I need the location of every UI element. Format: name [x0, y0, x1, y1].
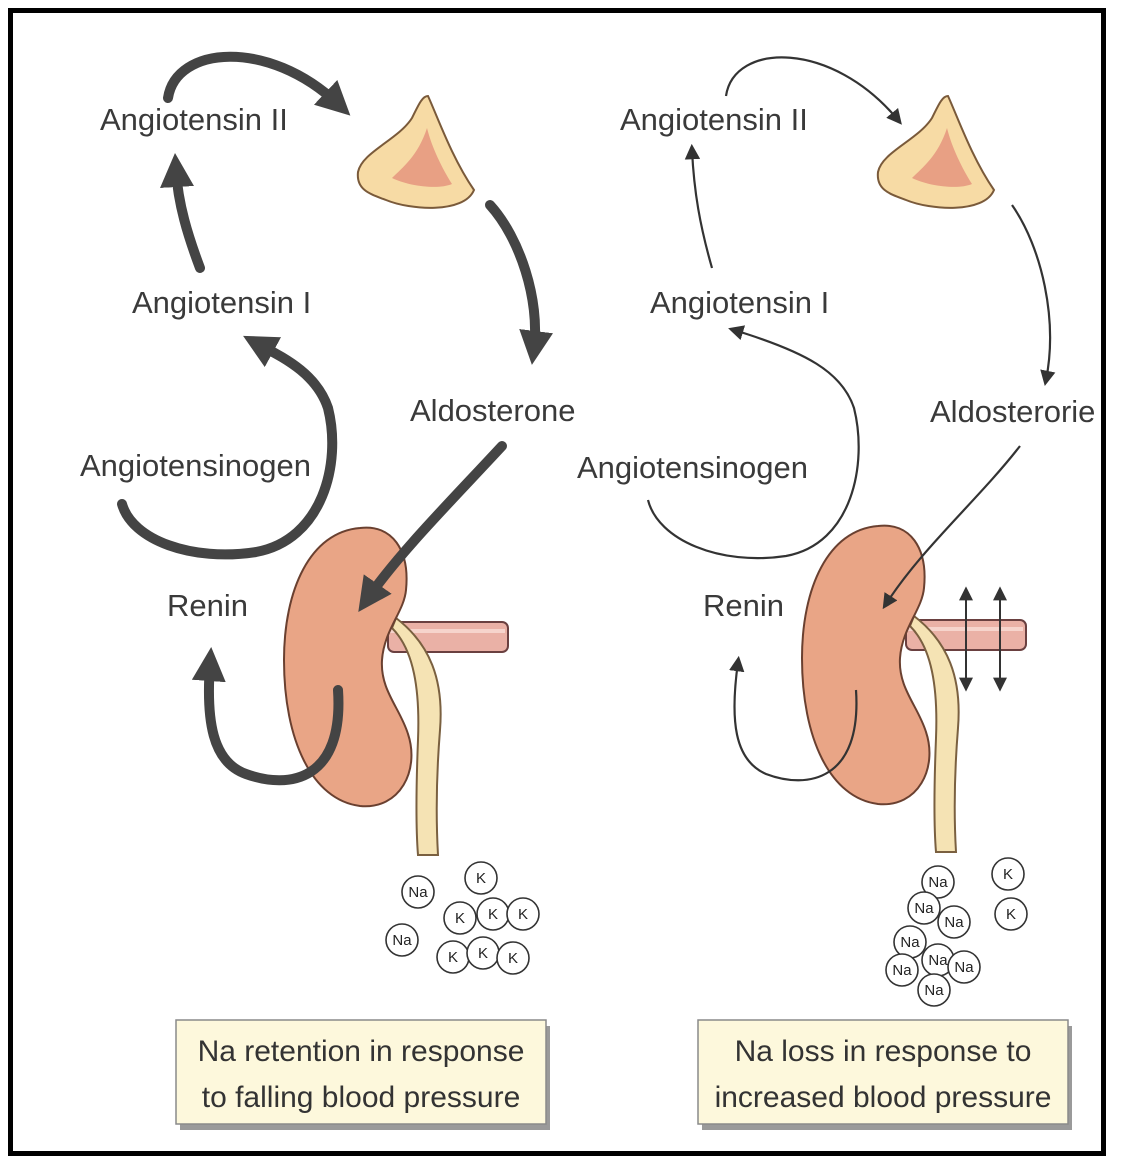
ion-na: Na	[894, 926, 926, 958]
svg-text:K: K	[448, 949, 458, 966]
left-caption-line1: Na retention in response	[198, 1035, 525, 1068]
svg-text:Na: Na	[408, 884, 428, 901]
svg-text:Na: Na	[900, 934, 920, 951]
ion-na: Na	[402, 876, 434, 908]
svg-text:Na: Na	[914, 900, 934, 917]
ion-k: K	[992, 858, 1024, 890]
left-label-angiotensinogen: Angiotensinogen	[80, 448, 311, 483]
right-label-renin: Renin	[703, 588, 784, 623]
svg-text:Na: Na	[954, 959, 974, 976]
left-adrenal-gland	[358, 96, 474, 208]
left-caption-line2: to falling blood pressure	[202, 1081, 521, 1114]
ion-k: K	[465, 862, 497, 894]
right-caption-line1: Na loss in response to	[735, 1035, 1032, 1068]
ion-k: K	[507, 898, 539, 930]
svg-text:K: K	[1003, 866, 1013, 883]
svg-text:K: K	[518, 906, 528, 923]
ion-na: Na	[918, 974, 950, 1006]
ion-na: Na	[938, 906, 970, 938]
right-arrow-angI-to-angII	[692, 150, 712, 268]
left-caption: Na retention in response to falling bloo…	[176, 1020, 550, 1130]
svg-text:Na: Na	[928, 952, 948, 969]
ion-na: Na	[908, 892, 940, 924]
ion-na: Na	[948, 951, 980, 983]
svg-text:Na: Na	[892, 962, 912, 979]
ion-k: K	[995, 898, 1027, 930]
ion-k: K	[477, 898, 509, 930]
ion-na: Na	[886, 954, 918, 986]
left-arrow-aldosterone-to-kidney	[368, 446, 502, 598]
left-label-aldosterone: Aldosterone	[410, 393, 575, 428]
right-kidney	[802, 526, 929, 805]
svg-text:K: K	[478, 945, 488, 962]
right-caption-line2: increased blood pressure	[715, 1081, 1052, 1114]
right-arrow-angiotensinogen-to-angI	[648, 330, 859, 558]
right-label-angiotensin-ii: Angiotensin II	[620, 102, 808, 137]
svg-text:K: K	[1006, 906, 1016, 923]
right-label-angiotensin-i: Angiotensin I	[650, 285, 829, 320]
right-arrow-adrenal-to-aldosterone	[1012, 205, 1050, 380]
svg-text:K: K	[508, 950, 518, 967]
ion-na: Na	[386, 924, 418, 956]
left-label-angiotensin-i: Angiotensin I	[132, 285, 311, 320]
left-label-renin: Renin	[167, 588, 248, 623]
svg-text:K: K	[488, 906, 498, 923]
svg-text:K: K	[455, 910, 465, 927]
svg-text:K: K	[476, 870, 486, 887]
right-panel: Angiotensin II Angiotensin I Angiotensin…	[577, 57, 1095, 1130]
right-caption: Na loss in response to increased blood p…	[698, 1020, 1072, 1130]
right-ions: Na Na Na Na Na Na Na Na K K	[886, 858, 1027, 1006]
ion-k: K	[497, 942, 529, 974]
right-label-angiotensinogen: Angiotensinogen	[577, 450, 808, 485]
left-panel: Angiotensin II Angiotensin I Angiotensin…	[80, 57, 575, 1130]
left-arrow-angI-to-angII	[176, 170, 200, 268]
left-arrow-angII-to-adrenal	[168, 57, 338, 104]
svg-text:Na: Na	[928, 874, 948, 891]
svg-text:Na: Na	[924, 982, 944, 999]
right-adrenal-gland	[878, 96, 994, 208]
left-label-angiotensin-ii: Angiotensin II	[100, 102, 288, 137]
svg-text:Na: Na	[392, 932, 412, 949]
ion-k: K	[437, 941, 469, 973]
ion-k: K	[444, 902, 476, 934]
right-label-aldosterone: Aldosterorie	[930, 394, 1095, 429]
svg-text:Na: Na	[944, 914, 964, 931]
left-arrow-adrenal-to-aldosterone	[490, 205, 535, 348]
ion-k: K	[467, 937, 499, 969]
left-ions: Na Na K K K K K K K	[386, 862, 539, 974]
